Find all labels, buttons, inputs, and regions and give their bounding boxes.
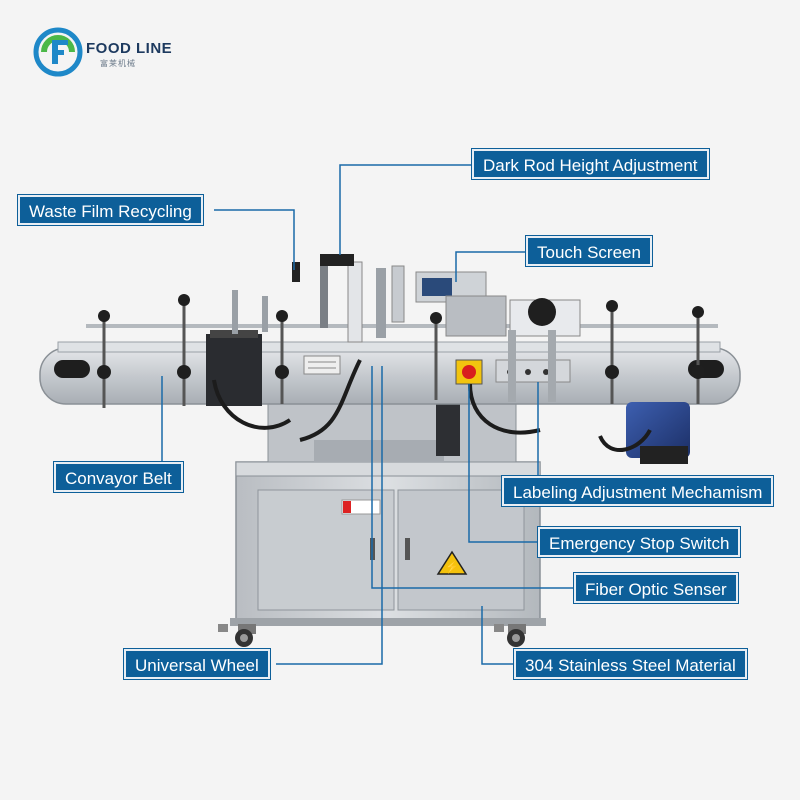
callout-dark-rod: Dark Rod Height Adjustment [472,149,709,179]
callout-fiber-optic: Fiber Optic Senser [574,573,738,603]
callout-touch-screen: Touch Screen [526,236,652,266]
left-motor [206,330,262,406]
guide-posts [102,296,700,408]
brand-subtitle: 富莱机械 [100,59,136,68]
conveyor-belt [39,324,741,405]
callout-universal-wheel: Universal Wheel [124,649,270,679]
right-motor [626,402,690,464]
callout-waste-film: Waste Film Recycling [18,195,203,225]
cables [212,359,652,452]
callout-emergency-stop: Emergency Stop Switch [538,527,741,557]
callout-stainless-steel: 304 Stainless Steel Material [514,649,747,679]
labeling-head [232,254,581,402]
callout-labeling-adjustment: Labeling Adjustment Mechamism [502,476,774,506]
stainless-cabinet: ⚡ [218,461,546,647]
leader-lines [161,164,576,665]
logo-icon [33,27,83,77]
svg-text:⚡: ⚡ [445,560,460,574]
callout-conveyor-belt: Convayor Belt [54,462,183,492]
brand-name: FOOD LINE [86,40,173,57]
